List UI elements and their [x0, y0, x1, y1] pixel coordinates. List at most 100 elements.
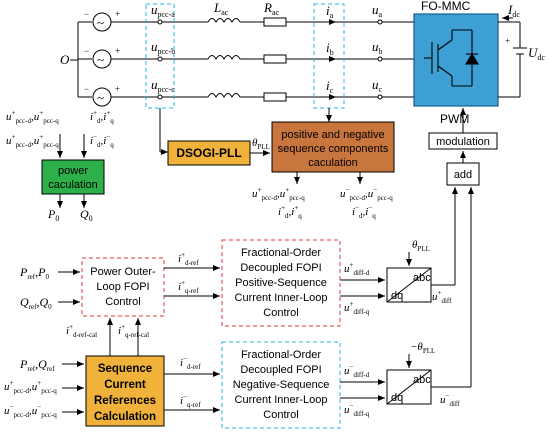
idq-pos-out-label: i+d,i+q — [278, 204, 302, 220]
ic-label: ic — [326, 78, 334, 95]
svg-text:+: + — [505, 36, 510, 46]
svg-text:Fractional-Order: Fractional-Order — [241, 349, 321, 361]
svg-text:sequence components: sequence components — [278, 143, 389, 155]
svg-text:−: − — [84, 84, 89, 94]
upcc-b-label: upcc-b — [151, 39, 175, 56]
lac-label: Lac — [213, 0, 229, 17]
svg-text:Positive-Sequence: Positive-Sequence — [235, 277, 327, 289]
svg-text:Current: Current — [104, 379, 146, 391]
upcc-d-q-label-1: u+pcc-d,u+pcc-q — [6, 109, 59, 125]
ac-grid-section — [70, 3, 414, 155]
theta-pll-neg-label: −θPLL — [410, 341, 435, 355]
sine-b-icon: ~ — [97, 52, 104, 67]
udiff-d-minus-label: u−diff-d — [344, 363, 370, 379]
svg-text:Decoupled FOPI: Decoupled FOPI — [240, 364, 321, 376]
udiff-q-minus-label: u−diff-q — [344, 402, 370, 418]
svg-text:power: power — [58, 165, 88, 177]
svg-text:+: + — [115, 9, 120, 19]
upcc-a-label: upcc-a — [151, 2, 175, 19]
sequence-components-block — [271, 121, 395, 173]
svg-text:Negative-Sequence: Negative-Sequence — [233, 379, 330, 391]
positive-inner-loop-block — [221, 239, 341, 327]
svg-text:dq: dq — [391, 392, 403, 404]
svg-text:Control: Control — [105, 296, 140, 308]
pwm-label: PWM — [440, 112, 469, 126]
sequence-current-ref-block — [85, 355, 165, 427]
q0-label: Q0 — [80, 207, 93, 223]
id-ref-plus-label: i+d-ref — [178, 251, 199, 267]
theta-pll-label: θPLL — [252, 137, 270, 151]
power-calculation-block — [41, 159, 105, 195]
qref-q0-label: Qref,Q0 — [20, 295, 52, 311]
lower-control — [58, 187, 474, 429]
dsogi-pll-block — [167, 140, 251, 166]
idq-plus-label: i+d,i+q — [90, 109, 114, 125]
source-b — [78, 49, 414, 69]
inductor-a — [207, 18, 241, 24]
upcc-neg-out-label: u−pcc-d,u−pcc-q — [340, 186, 393, 202]
resistor-c — [263, 92, 287, 102]
svg-text:+: + — [115, 46, 120, 56]
upper-control-text: DSOGI-PLL positive and negative sequence… — [6, 109, 490, 223]
svg-text:Sequence: Sequence — [98, 363, 152, 375]
fo-mmc-title: FO-MMC — [421, 0, 471, 13]
source-c — [78, 87, 414, 107]
svg-text:Power Outer-: Power Outer- — [90, 266, 156, 278]
grid-labels: O + + + − − − ~ ~ ~ upcc-a upcc-b upcc-c… — [60, 0, 383, 105]
sine-a-icon: ~ — [97, 15, 104, 30]
svg-text:add: add — [454, 169, 472, 181]
resistor-a — [263, 17, 287, 27]
id-ref-cal-label: i+d-ref-cal — [66, 323, 97, 339]
udiff-plus-label: u+diff — [432, 289, 452, 305]
negative-inner-loop-block — [221, 341, 341, 429]
idc-label: Idc — [507, 2, 520, 19]
idq-minus-label: i−d,i−q — [90, 133, 114, 149]
svg-text:Current Inner-Loop: Current Inner-Loop — [235, 394, 328, 406]
svg-text:Loop FOPI: Loop FOPI — [96, 281, 149, 293]
iq-ref-minus-label: i−q-ref — [180, 393, 201, 409]
upcc-pos-out-label: u+pcc-d,u+pcc-q — [252, 186, 305, 202]
udc-label: Udc — [528, 45, 545, 62]
pcc-measurement-box — [145, 3, 175, 109]
ua-label: ua — [372, 2, 383, 19]
ib-label: ib — [326, 40, 334, 57]
iq-ref-cal-label: i+q-ref-cal — [118, 323, 149, 339]
svg-text:Control: Control — [263, 307, 298, 319]
p0-label: P0 — [47, 207, 59, 223]
upcc-d-q-label-2: u+pcc-d,u+pcc-q — [6, 133, 59, 149]
sine-c-icon: ~ — [97, 90, 104, 105]
svg-text:caculation: caculation — [308, 157, 358, 169]
svg-text:Calculation: Calculation — [94, 411, 156, 423]
svg-text:References: References — [94, 395, 156, 407]
udiff-q-plus-label: u+diff-q — [344, 300, 370, 316]
svg-text:Current Inner-Loop: Current Inner-Loop — [235, 292, 328, 304]
node-o-label: O — [60, 52, 70, 67]
upper-control — [41, 108, 498, 208]
svg-text:Decoupled FOPI: Decoupled FOPI — [240, 262, 321, 274]
converter-section: FO-MMC + Idc Udc PWM — [413, 0, 545, 126]
svg-text:Control: Control — [263, 409, 298, 421]
upcc-c-label: upcc-c — [151, 77, 175, 94]
inductor-c — [207, 93, 241, 99]
uc-label: uc — [372, 77, 383, 94]
pref-qref-label: Pref,Qref — [19, 357, 55, 373]
id-ref-minus-label: i−d-ref — [180, 355, 201, 371]
svg-text:DSOGI-PLL: DSOGI-PLL — [176, 146, 241, 160]
pref-p0-label: Pref,P0 — [19, 265, 49, 281]
svg-text:positive and negative: positive and negative — [281, 129, 384, 141]
svg-text:Fractional-Order: Fractional-Order — [241, 247, 321, 259]
iq-ref-plus-label: i+q-ref — [178, 279, 199, 295]
svg-text:dq: dq — [391, 290, 403, 302]
rac-label: Rac — [263, 0, 280, 17]
inductor-b — [207, 55, 241, 61]
svg-text:+: + — [115, 84, 120, 94]
ia-label: ia — [326, 3, 334, 20]
svg-text:abc: abc — [413, 272, 431, 284]
fo-mmc-block — [413, 13, 499, 107]
svg-text:modulation: modulation — [436, 136, 490, 148]
theta-pll-pos-label: θPLL — [412, 239, 430, 253]
source-a — [78, 12, 414, 32]
upcc-plus-in-label: u+pcc-d,u+pcc-q — [4, 379, 57, 395]
svg-text:−: − — [84, 46, 89, 56]
